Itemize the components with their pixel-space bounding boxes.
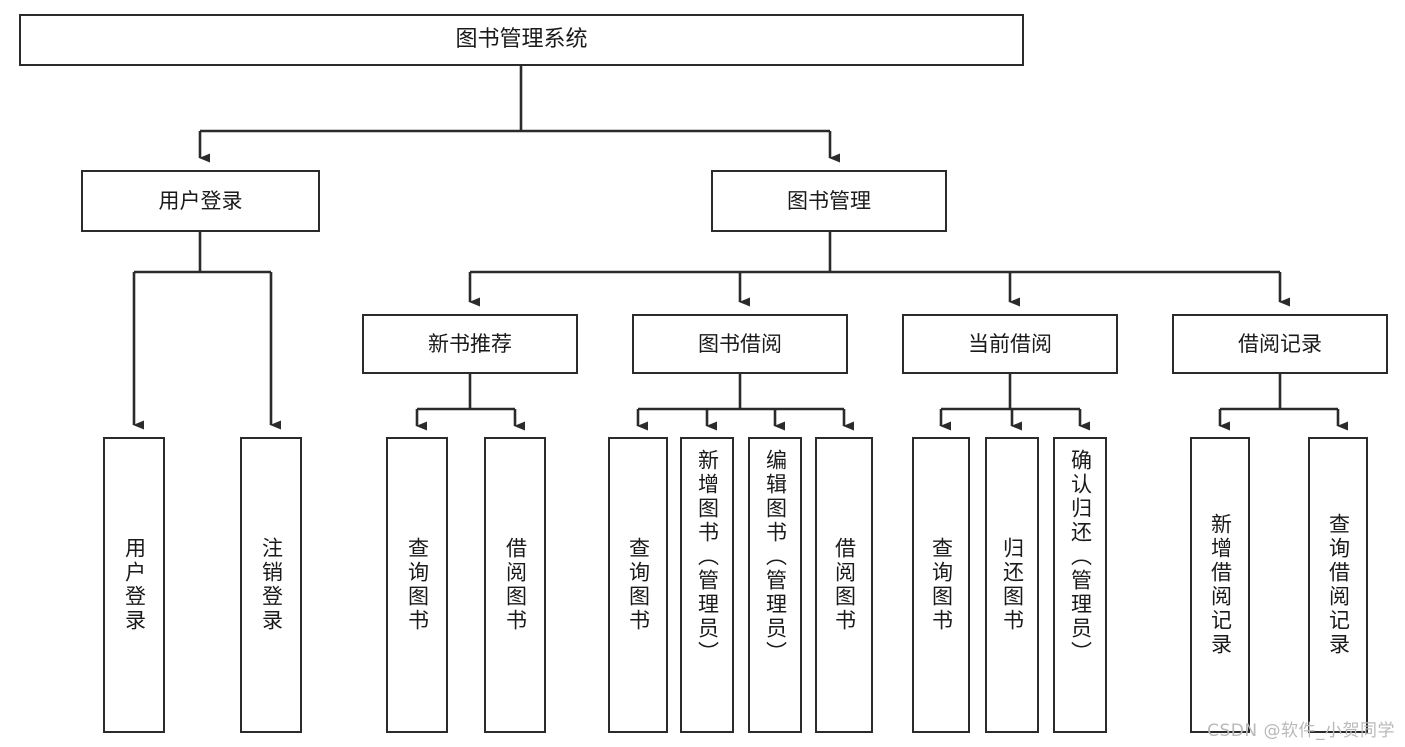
leaf-query-book-cb-label: 查询图书 [929,537,954,633]
leaf-borrow-book-nbr[interactable]: 借阅图书 [484,437,546,733]
leaf-query-book-nbr-label: 查询图书 [405,537,430,633]
node-root[interactable]: 图书管理系统 [19,14,1024,66]
node-root-label: 图书管理系统 [455,27,588,53]
leaf-query-borrow-record[interactable]: 查询借阅记录 [1308,437,1368,733]
node-book-borrow-label: 图书借阅 [698,331,782,356]
leaf-logout-label: 注销登录 [259,537,284,633]
node-user-login[interactable]: 用户登录 [81,170,320,232]
node-borrow-record-label: 借阅记录 [1238,331,1322,356]
edges [132,66,1348,431]
node-book-management[interactable]: 图书管理 [711,170,947,232]
leaf-query-book-bb[interactable]: 查询图书 [608,437,668,733]
leaf-confirm-return-admin-label: 确认归还（管理员） [1068,449,1093,665]
leaf-return-book-label: 归还图书 [1000,537,1025,633]
leaf-user-login-label: 用户登录 [122,537,147,633]
node-current-borrow-label: 当前借阅 [968,331,1052,356]
node-book-management-label: 图书管理 [787,188,871,213]
node-new-book-recommend[interactable]: 新书推荐 [362,314,578,374]
leaf-query-book-cb[interactable]: 查询图书 [912,437,970,733]
node-book-borrow[interactable]: 图书借阅 [632,314,848,374]
node-user-login-label: 用户登录 [158,188,243,213]
leaf-user-login[interactable]: 用户登录 [103,437,165,733]
node-new-book-recommend-label: 新书推荐 [428,331,512,356]
leaf-query-book-nbr[interactable]: 查询图书 [386,437,448,733]
leaf-add-borrow-record-label: 新增借阅记录 [1208,513,1233,657]
node-current-borrow[interactable]: 当前借阅 [902,314,1118,374]
leaf-return-book[interactable]: 归还图书 [985,437,1039,733]
leaf-logout[interactable]: 注销登录 [240,437,302,733]
watermark-text: CSDN @软件_小贺同学 [1207,721,1395,741]
leaf-add-book-admin-label: 新增图书（管理员） [695,449,720,665]
leaf-confirm-return-admin[interactable]: 确认归还（管理员） [1053,437,1107,733]
leaf-edit-book-admin-label: 编辑图书（管理员） [763,449,788,665]
leaf-query-borrow-record-label: 查询借阅记录 [1326,513,1351,657]
leaf-borrow-book-bb[interactable]: 借阅图书 [815,437,873,733]
node-borrow-record[interactable]: 借阅记录 [1172,314,1388,374]
leaf-add-borrow-record[interactable]: 新增借阅记录 [1190,437,1250,733]
leaf-borrow-book-nbr-label: 借阅图书 [503,537,528,633]
leaf-edit-book-admin[interactable]: 编辑图书（管理员） [748,437,802,733]
leaf-add-book-admin[interactable]: 新增图书（管理员） [680,437,734,733]
leaf-query-book-bb-label: 查询图书 [626,537,651,633]
leaf-borrow-book-bb-label: 借阅图书 [832,537,857,633]
